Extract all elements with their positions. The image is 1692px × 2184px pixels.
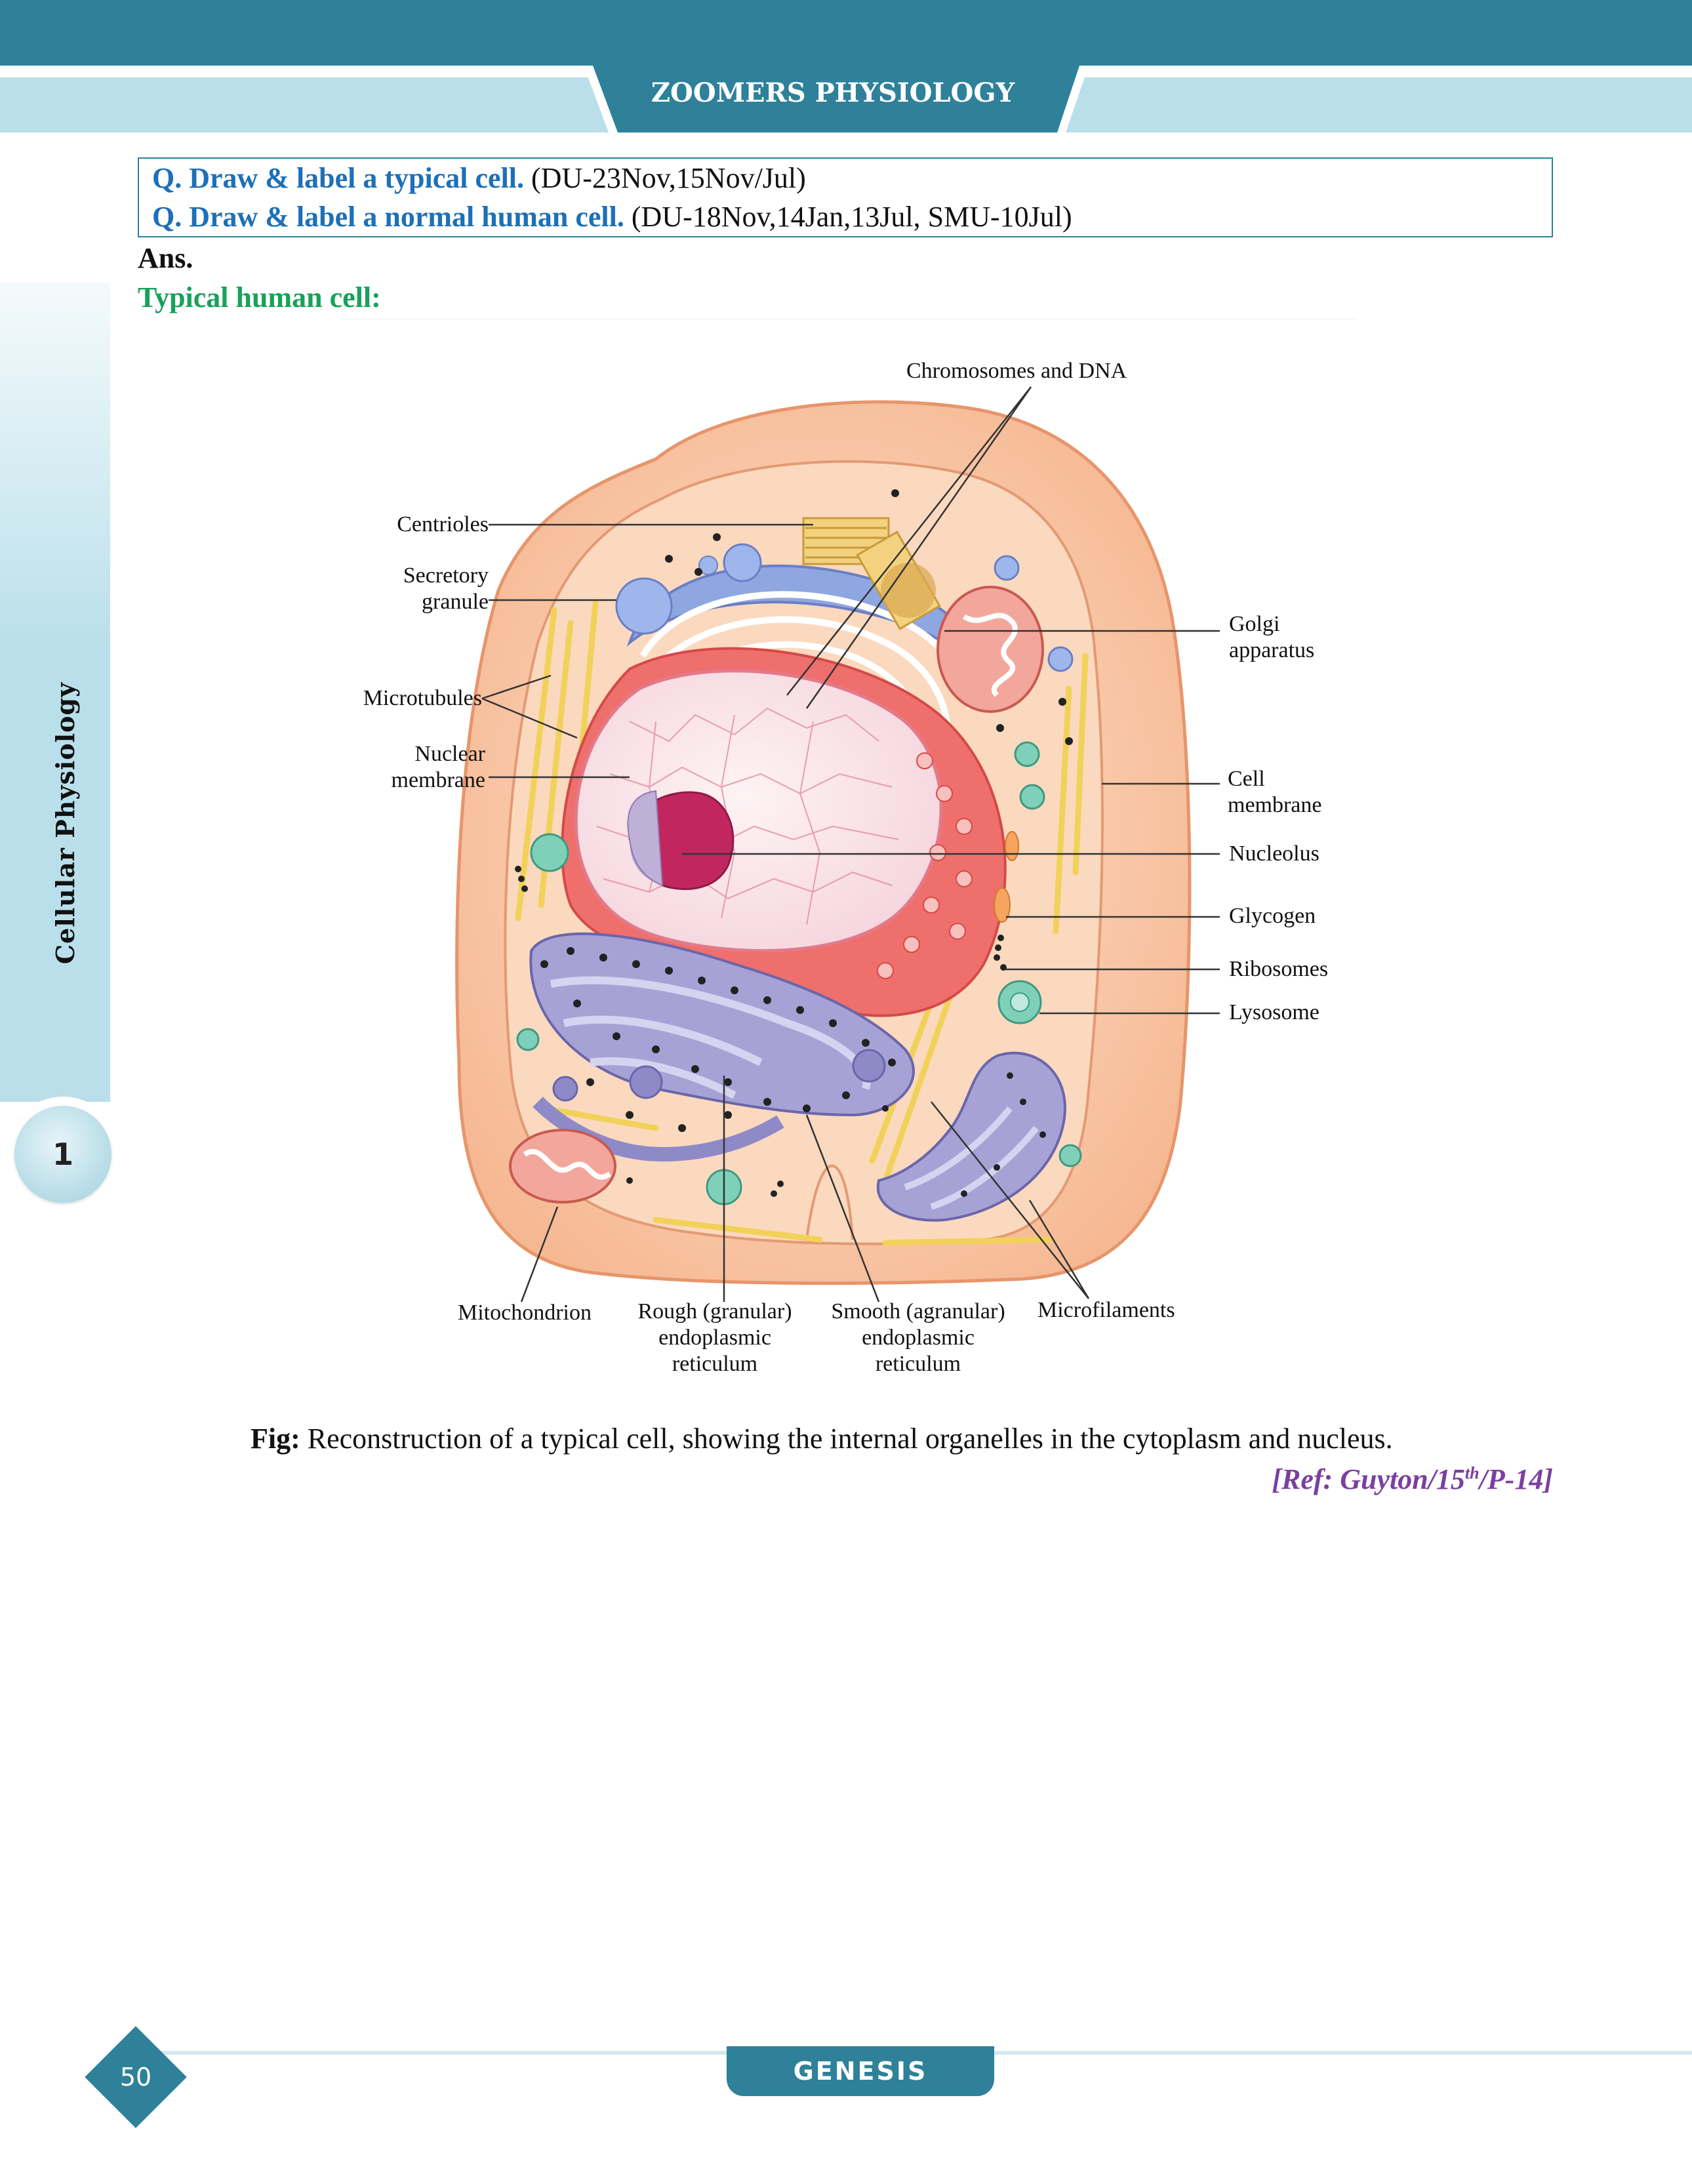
answer-label: Ans.	[138, 242, 193, 274]
label-nuclear-2: membrane	[391, 768, 486, 792]
label-golgi-1: Golgi	[1229, 612, 1280, 636]
nucleolus	[627, 790, 735, 891]
label-microtubules: Microtubules	[363, 686, 482, 710]
lysosome	[997, 980, 1042, 1024]
label-microfilaments: Microfilaments	[1037, 1298, 1175, 1322]
figure-reference-sup: th	[1464, 1463, 1480, 1483]
label-rough-er-1: Rough (granular)	[637, 1299, 792, 1324]
label-secretory-2: granule	[422, 590, 489, 614]
page-number: 50	[119, 2063, 152, 2092]
question-1-ref: (DU-23Nov,15Nov/Jul)	[524, 162, 806, 194]
footer-brand: GENESIS	[793, 2057, 928, 2086]
label-cell-membrane-1: Cell	[1228, 767, 1265, 791]
ribosome-dots	[515, 489, 1073, 1197]
figure-reference-pre: [Ref: Guyton/15	[1272, 1463, 1465, 1495]
question-2-ref: (DU-18Nov,14Jan,13Jul, SMU-10Jul)	[624, 201, 1072, 233]
label-nucleolus: Nucleolus	[1229, 841, 1319, 866]
cell-notch	[805, 1164, 854, 1240]
rough-er	[529, 932, 915, 1162]
header-title-tab	[584, 66, 1089, 132]
label-chromosomes: Chromosomes and DNA	[906, 359, 1127, 383]
secretory-granule	[615, 577, 673, 635]
question-2-title: Q. Draw & label a normal human cell.	[152, 201, 624, 233]
centrioles	[802, 517, 941, 630]
figure-caption-text: Reconstruction of a typical cell, showin…	[300, 1423, 1393, 1455]
label-smooth-er-2: endoplasmic	[862, 1325, 975, 1350]
glycogen	[994, 887, 1011, 923]
leader-lines	[481, 386, 1220, 1303]
label-smooth-er-3: reticulum	[875, 1352, 961, 1376]
header-title: ZOOMERS PHYSIOLOGY	[651, 77, 1015, 108]
header-band	[0, 0, 1692, 66]
chapter-number: 1	[52, 1137, 73, 1172]
side-tab-bar	[0, 282, 110, 1102]
label-centrioles: Centrioles	[397, 512, 489, 536]
question-box	[138, 157, 1553, 237]
figure-reference: [Ref: Guyton/15th/P-14]	[1272, 1463, 1553, 1496]
subheading: Typical human cell:	[138, 281, 381, 313]
mitochondrion-top	[937, 586, 1044, 713]
question-1: Q. Draw & label a typical cell. (DU-23No…	[152, 159, 806, 197]
label-smooth-er-1: Smooth (agranular)	[831, 1299, 1005, 1324]
question-2: Q. Draw & label a normal human cell. (DU…	[152, 198, 1072, 236]
label-rough-er-2: endoplasmic	[658, 1325, 771, 1350]
label-lysosome: Lysosome	[1229, 1000, 1319, 1024]
figure-reference-post: /P-14]	[1479, 1463, 1553, 1495]
label-mitochondrion: Mitochondrion	[458, 1301, 592, 1325]
label-rough-er-3: reticulum	[672, 1352, 758, 1376]
label-golgi-2: apparatus	[1229, 638, 1315, 662]
label-nuclear-1: Nuclear	[414, 742, 485, 766]
figure-caption-label: Fig:	[251, 1423, 300, 1455]
mitochondrion-bottom	[509, 1129, 616, 1203]
label-cell-membrane-2: membrane	[1228, 793, 1322, 817]
question-1-title: Q. Draw & label a typical cell.	[152, 162, 525, 194]
label-glycogen: Glycogen	[1229, 904, 1316, 928]
label-ribosomes: Ribosomes	[1229, 957, 1329, 981]
chapter-badge	[14, 1106, 111, 1203]
footer-brand-tab	[727, 2046, 994, 2096]
label-secretory-1: Secretory	[403, 563, 489, 588]
figure-caption: Fig: Reconstruction of a typical cell, s…	[251, 1422, 1393, 1455]
er-pores	[877, 752, 973, 979]
